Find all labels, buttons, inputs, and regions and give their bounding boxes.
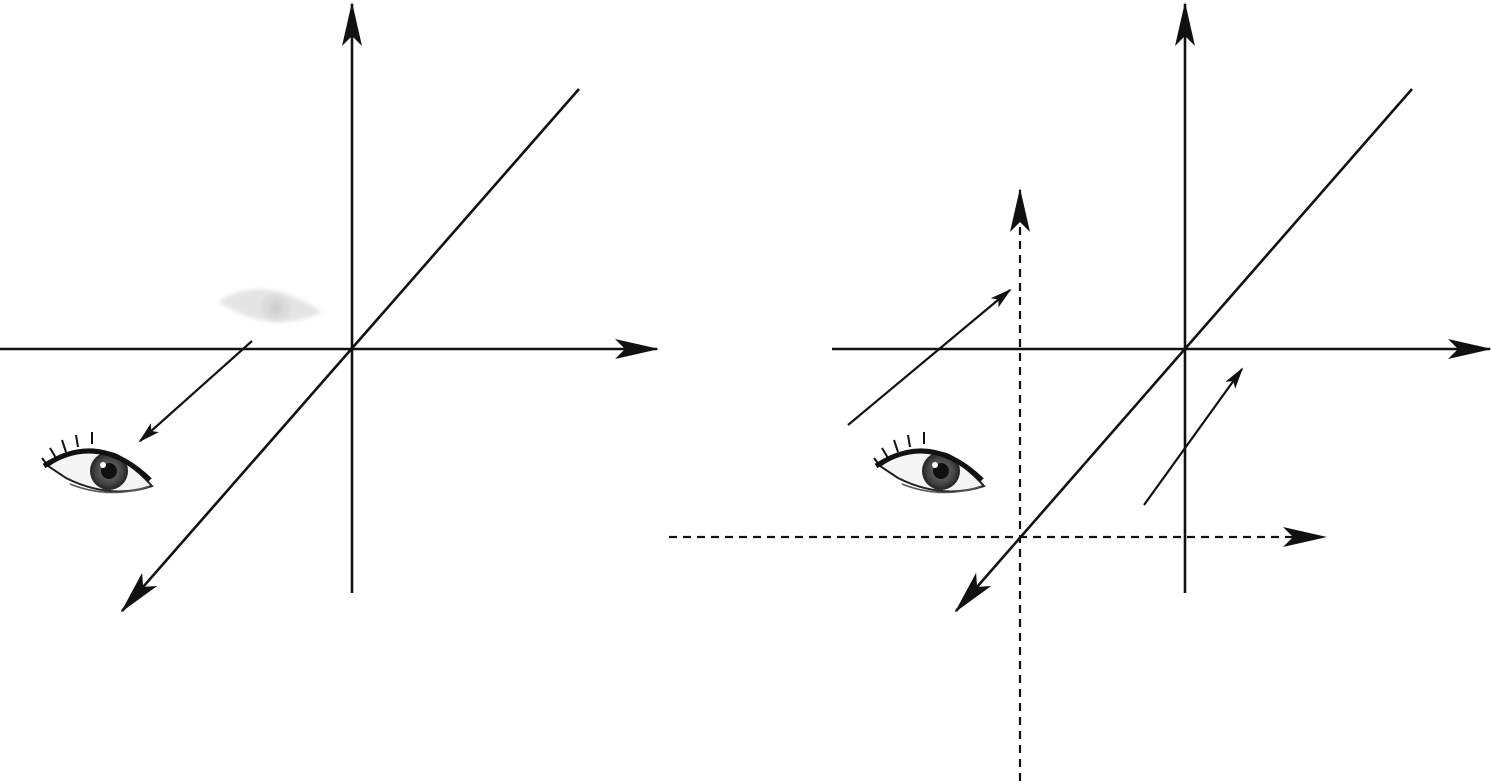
- camera-eye-icon: [873, 432, 986, 494]
- ghost-eye-icon: [218, 289, 322, 322]
- move-arrow-right: [1143, 367, 1244, 506]
- left-depth-axis: [120, 88, 580, 613]
- move-arrow-left: [847, 288, 1012, 426]
- left-view-direction-arrow: [138, 340, 253, 443]
- right-depth-axis: [954, 88, 1413, 613]
- right-figure: [669, 2, 1491, 781]
- left-figure: [0, 2, 659, 613]
- camera-eye-icon: [41, 432, 154, 494]
